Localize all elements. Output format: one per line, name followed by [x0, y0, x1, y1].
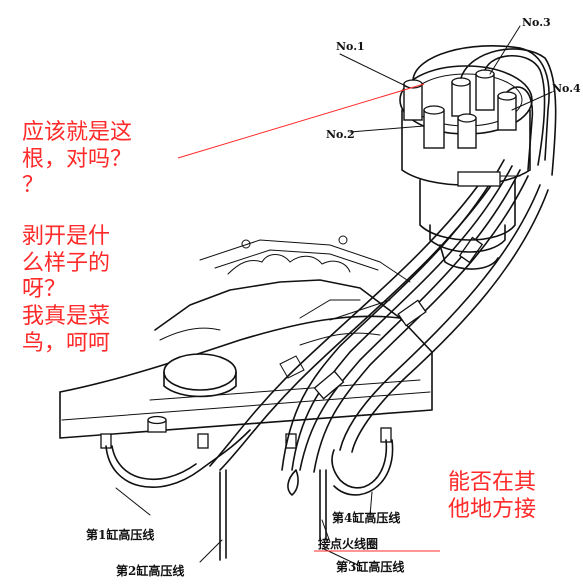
filler-cap	[163, 353, 237, 398]
annotation-lines	[177, 83, 440, 552]
left-note2-line: 我真是菜	[22, 304, 110, 329]
distributor	[399, 45, 557, 270]
label-no1: No.1	[336, 40, 365, 53]
engine-block	[59, 235, 433, 439]
left-note2-line: 鸟，呵呵	[22, 331, 110, 356]
left-note-line: ？	[22, 173, 44, 198]
left-note-line: 根，对吗？	[22, 147, 132, 172]
label-coil: 接点火线圈	[318, 536, 378, 551]
high-voltage-leads	[105, 159, 549, 561]
left-note2-line: 呀？	[22, 277, 66, 302]
left-note-line: 应该就是这	[22, 120, 132, 145]
label-no3: No.3	[522, 16, 551, 29]
left-note2-line: 剥开是什	[22, 224, 110, 249]
label-cyl1: 第1缸高压线	[86, 527, 154, 542]
right-note-line: 他地方接	[448, 497, 536, 522]
label-cyl2: 第2缸高压线	[116, 563, 184, 578]
label-cyl4: 第4缸高压线	[332, 510, 400, 525]
left-note-2: 剥开是什 么样子的 呀？ 我真是菜 鸟，呵呵	[22, 224, 110, 356]
left-note2-line: 么样子的	[22, 251, 110, 276]
left-note: 应该就是这 根，对吗？ ？	[22, 120, 132, 198]
right-note-line: 能否在其	[448, 470, 536, 495]
label-cyl3: 第3缸高压线	[336, 559, 404, 574]
label-no2: No.2	[326, 128, 355, 141]
right-note: 能否在其 他地方接	[448, 470, 536, 522]
label-no4: No.4	[552, 82, 581, 95]
